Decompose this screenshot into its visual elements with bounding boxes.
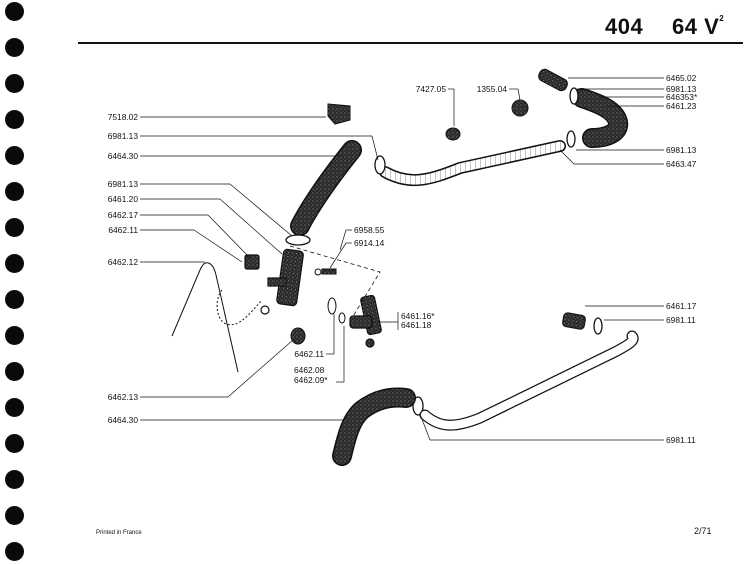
clip-7427-05: [445, 127, 461, 141]
label-6981-11: 6981.11: [666, 435, 696, 445]
model-number: 404: [605, 14, 644, 39]
binder-hole: [5, 2, 24, 21]
label-6463-47: 6463.47: [666, 159, 697, 169]
binder-hole: [5, 110, 24, 129]
binder-hole: [5, 506, 24, 525]
label-6981-13: 6981.13: [666, 145, 697, 155]
label-6465-02: 6465.02: [666, 73, 697, 83]
gasket-6462-08: [338, 312, 346, 324]
screw-6914-14: [314, 268, 337, 276]
label-6462-17: 6462.17: [108, 210, 139, 220]
binder-hole: [5, 254, 24, 273]
binder-hole: [5, 182, 24, 201]
grommet-6462-13: [290, 327, 306, 345]
clamp-6981-11: [593, 317, 603, 335]
clamp-6981-13: [569, 87, 579, 105]
tube-6465-02: [538, 68, 568, 92]
label-646353: 646353*: [666, 92, 698, 102]
label-6981-11: 6981.11: [666, 315, 696, 325]
binder-hole: [5, 470, 24, 489]
clamp-6981-13: [285, 234, 311, 246]
label-6462-12: 6462.12: [108, 257, 139, 267]
label-6981-13: 6981.13: [666, 84, 697, 94]
label-6464-30: 6464.30: [108, 151, 139, 161]
gasket-6462-11: [327, 297, 337, 315]
label-6462-08: 6462.08: [294, 365, 325, 375]
label-6461-17: 6461.17: [666, 301, 697, 311]
binder-holes: [0, 0, 30, 564]
label-6461-18: 6461.18: [401, 320, 432, 330]
model-type: 64 V2: [672, 14, 724, 40]
clamp-6981-13: [374, 155, 386, 175]
page-number: 2/71: [694, 526, 712, 536]
label-6461-23: 6461.23: [666, 101, 697, 111]
label-6461-16: 6461.16*: [401, 311, 435, 321]
binder-hole: [5, 146, 24, 165]
binder-hole: [5, 398, 24, 417]
label-6464-30: 6464.30: [108, 415, 139, 425]
cap-7518-02: [327, 103, 351, 125]
lower-pipe: [419, 330, 639, 431]
heater-valve-6461-20: [244, 248, 304, 315]
binder-hole: [5, 290, 24, 309]
binder-hole: [5, 434, 24, 453]
label-6462-09: 6462.09*: [294, 375, 328, 385]
cable-6462-12: [171, 262, 239, 373]
label-6958-55: 6958.55: [354, 225, 385, 235]
header-rule: [78, 42, 743, 44]
binder-hole: [5, 542, 24, 561]
label-6914-14: 6914.14: [354, 238, 385, 248]
label-6462-11: 6462.11: [294, 349, 324, 359]
label-1355-04: 1355.04: [477, 84, 508, 94]
binder-hole: [5, 326, 24, 345]
label-6981-13: 6981.13: [108, 131, 139, 141]
valve-6461-16: [349, 294, 382, 348]
model-type-sup: 2: [719, 14, 725, 23]
clamp-6981-11: [412, 396, 424, 416]
hose-6461-17: [562, 312, 586, 330]
model-type-text: 64 V: [672, 14, 720, 39]
binder-hole: [5, 74, 24, 93]
label-7427-05: 7427.05: [416, 84, 447, 94]
printed-note: Printed in France: [96, 530, 142, 536]
label-7518-02: 7518.02: [108, 112, 139, 122]
label-6981-13: 6981.13: [108, 179, 139, 189]
binder-hole: [5, 38, 24, 57]
label-6462-11: 6462.11: [108, 225, 138, 235]
binder-hole: [5, 362, 24, 381]
label-6461-20: 6461.20: [108, 194, 139, 204]
label-6462-13: 6462.13: [108, 392, 139, 402]
binder-hole: [5, 218, 24, 237]
clamp-6981-13: [566, 130, 576, 148]
grommet-1355-04: [511, 99, 529, 117]
